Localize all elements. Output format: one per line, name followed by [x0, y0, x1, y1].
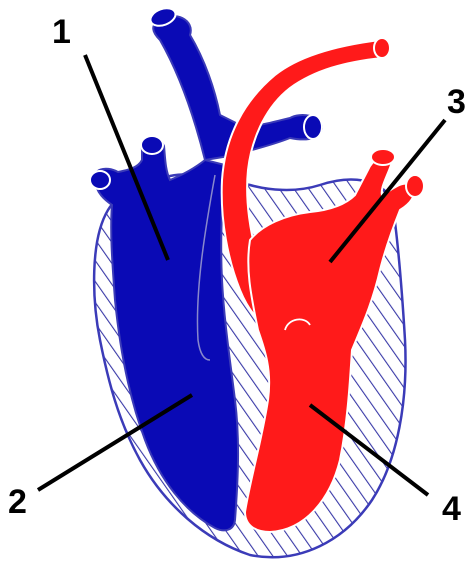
label-2: 2	[8, 483, 27, 521]
vessel-opening-left	[90, 171, 110, 189]
pulmonary-vein-opening-2	[406, 175, 424, 197]
label-1: 1	[52, 13, 71, 51]
vessel-opening-mid	[141, 136, 163, 154]
label-3: 3	[447, 83, 466, 121]
aorta-opening	[374, 38, 390, 58]
pulmonary-vein-opening-1	[371, 149, 395, 165]
label-4: 4	[442, 490, 461, 528]
vessel-opening-right	[304, 115, 322, 139]
